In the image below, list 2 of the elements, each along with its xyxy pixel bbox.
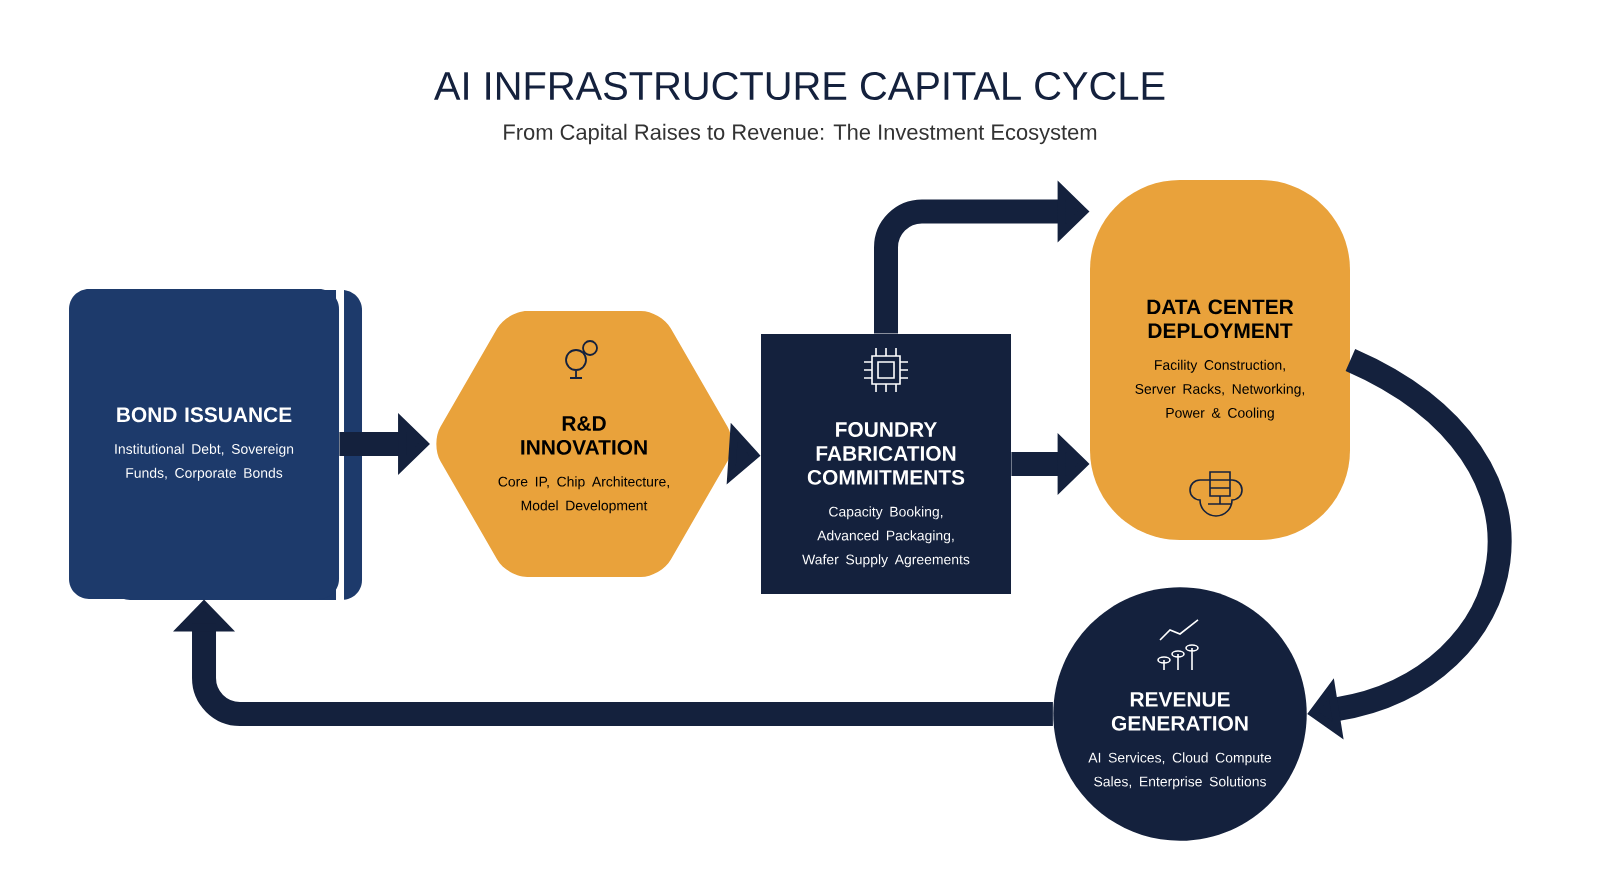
title: AI INFRASTRUCTURE CAPITAL CYCLE <box>434 71 1165 101</box>
subtitle: From Capital Raises to Revenue: The Investment Ecosystem <box>504 123 1097 145</box>
